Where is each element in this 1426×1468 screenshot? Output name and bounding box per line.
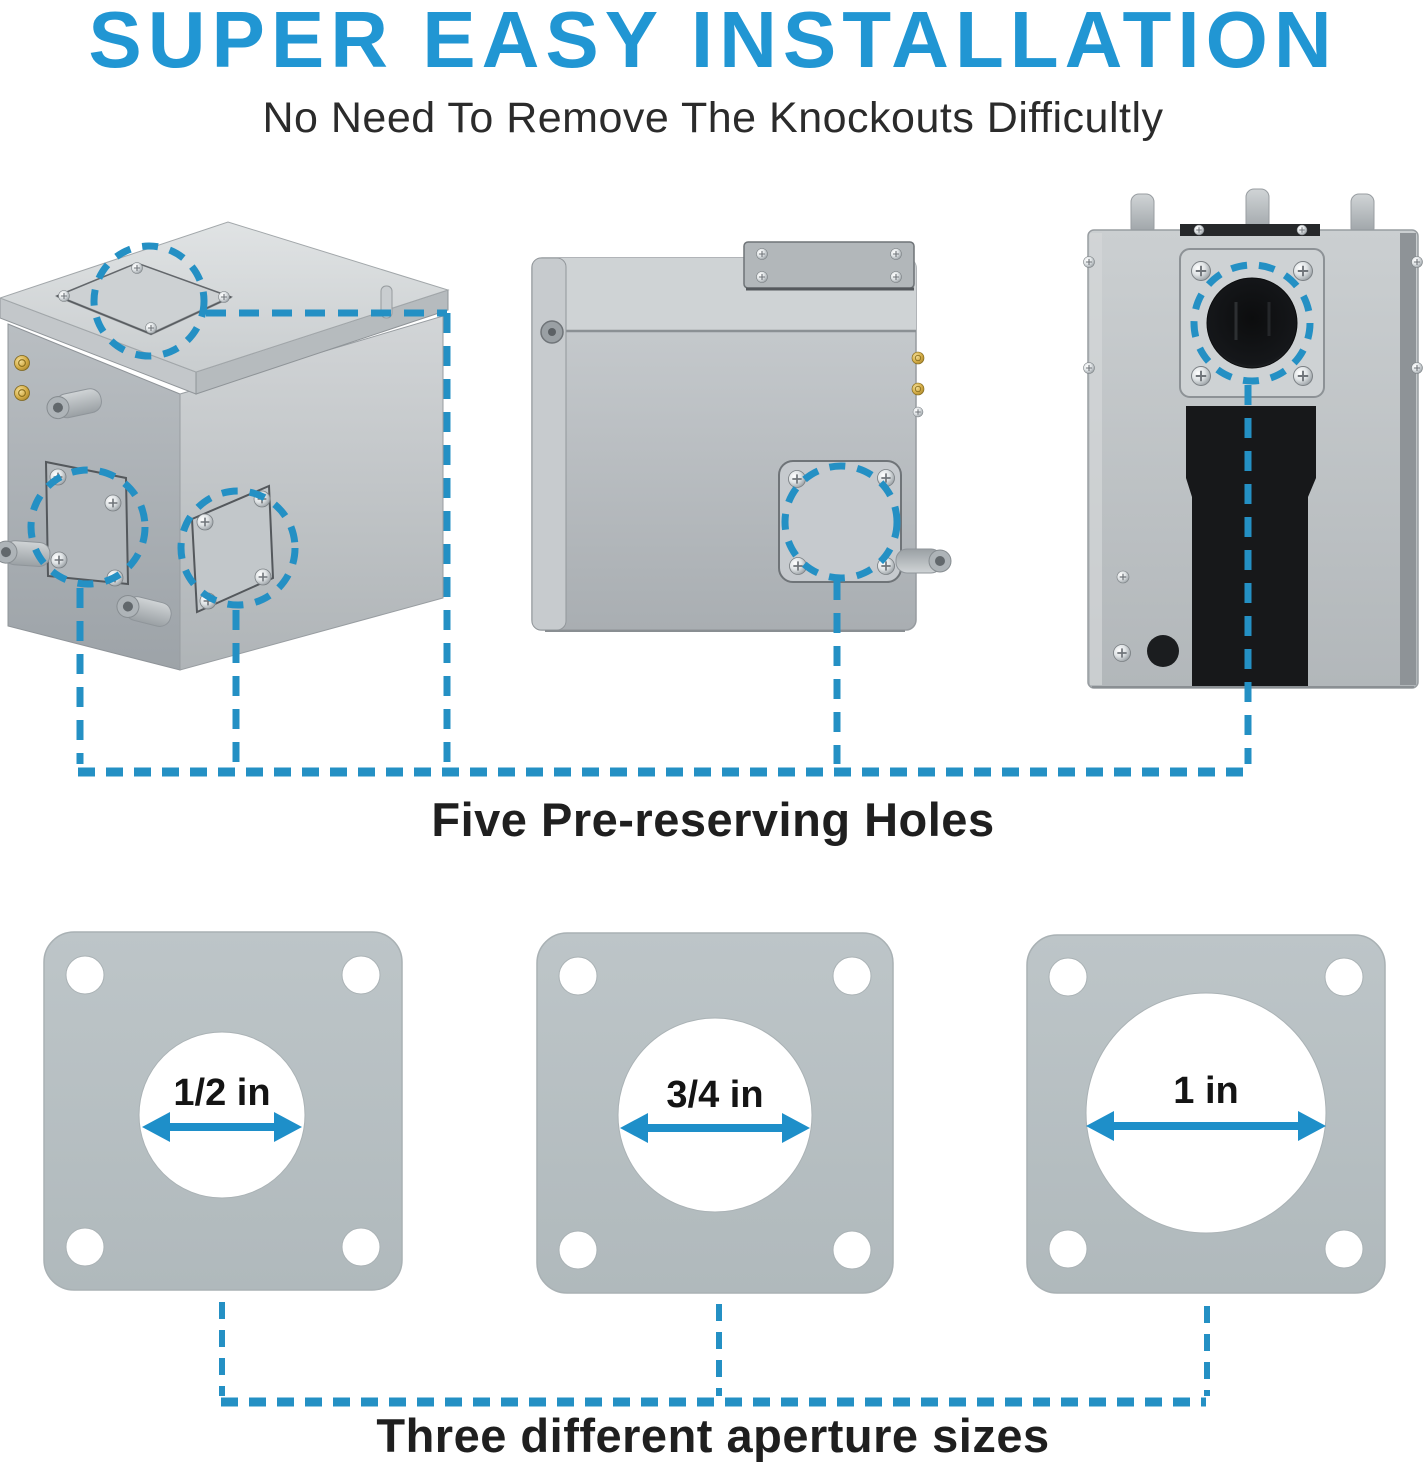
aperture-three-quarter-inch <box>617 1017 813 1213</box>
front-plate-with-hole <box>1179 248 1325 398</box>
side-knockout-plate <box>778 460 902 583</box>
plates-caption: Three different aperture sizes <box>376 1409 1050 1462</box>
aperture-label-one-inch: 1 in <box>1173 1070 1239 1112</box>
diameter-arrow-one-inch <box>1086 1111 1326 1141</box>
open-aperture-hole <box>1206 277 1298 369</box>
callout-circle-box2 <box>781 462 901 582</box>
gold-terminal-screw <box>13 384 31 402</box>
callout-circle-box3 <box>1190 261 1314 385</box>
enclosure-side-view <box>531 241 952 632</box>
hinge-pin <box>540 320 564 344</box>
aperture-half-inch <box>138 1031 306 1199</box>
gold-terminal-screw <box>911 351 925 365</box>
figure-caption: Five Pre-reserving Holes <box>431 793 995 846</box>
conduit-stub <box>895 548 952 574</box>
page-subtitle: No Need To Remove The Knockouts Difficul… <box>262 94 1164 142</box>
diameter-arrow-three-quarter-inch <box>620 1113 810 1143</box>
top-knockout-plate-side <box>743 241 915 291</box>
plate-connector-lines <box>219 1302 1210 1407</box>
knockout-plate-one-inch <box>1026 934 1386 1294</box>
enclosure-front-view <box>1082 188 1424 689</box>
callout-connector-lines <box>76 309 1252 777</box>
aperture-label-three-quarter-inch: 3/4 in <box>666 1074 764 1116</box>
enclosure-isometric-view <box>0 221 450 671</box>
hinge-flange <box>531 257 567 631</box>
page-title: SUPER EASY INSTALLATION <box>88 0 1338 84</box>
knockout-plate-half-inch <box>43 931 403 1291</box>
left-knockout-plate <box>44 460 130 587</box>
wire-slot-opening <box>1186 406 1316 688</box>
aperture-label-half-inch: 1/2 in <box>173 1072 271 1114</box>
gold-terminal-screw <box>13 354 31 372</box>
knockout-plate-three-quarter-inch <box>536 932 894 1294</box>
side-screw <box>912 406 924 418</box>
reset-button <box>1147 635 1179 667</box>
gold-terminal-screw <box>911 382 925 396</box>
aperture-one-inch <box>1085 992 1327 1234</box>
diameter-arrow-half-inch <box>142 1112 302 1142</box>
callout-circles-box1 <box>27 242 299 609</box>
